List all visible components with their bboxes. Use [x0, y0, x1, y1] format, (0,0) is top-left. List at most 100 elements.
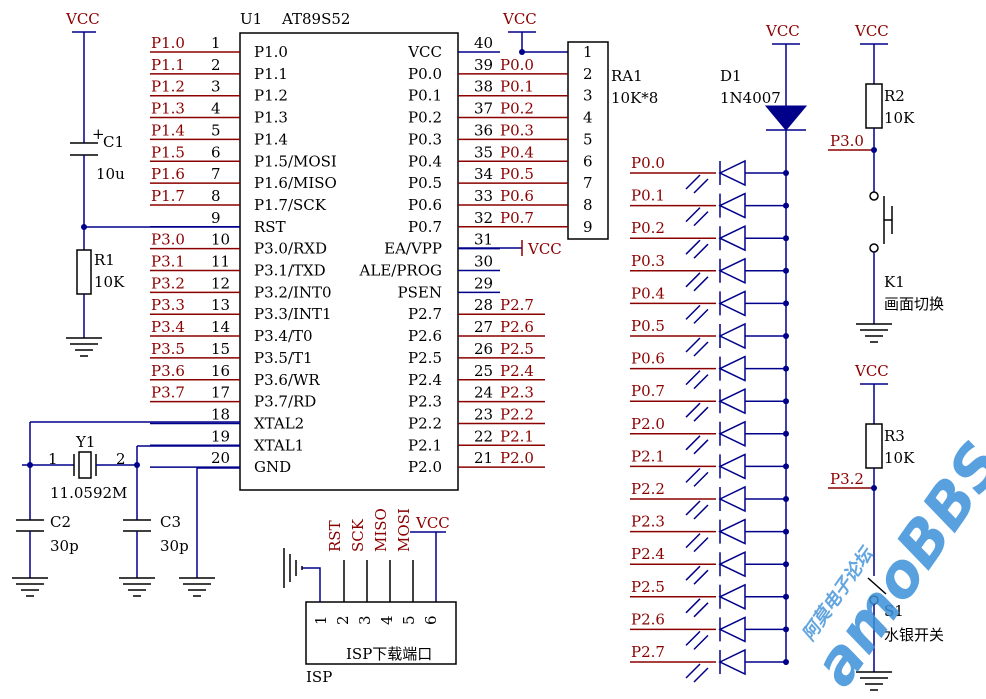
led-icon [718, 485, 746, 513]
isp-pin-number: 5 [400, 615, 418, 625]
led-light-arrows-icon [685, 500, 709, 520]
ground-icon [12, 577, 48, 597]
chip-pin-net: P0.6 [500, 187, 534, 205]
led-net-label: P0.6 [631, 350, 665, 368]
isp-signal-group: MOSI [395, 508, 413, 552]
chip-pin-name: VCC [407, 43, 442, 61]
watermark-text: amoBBS [800, 430, 986, 699]
k1-desc: 画面切换 [884, 295, 944, 313]
vcc-rail-r2 [860, 43, 888, 84]
y1-crystal [78, 451, 92, 479]
chip-pin-number: 15 [211, 340, 230, 358]
c3-plates [123, 519, 151, 532]
ground-icon [856, 671, 892, 691]
led-icon [718, 192, 746, 219]
y1-pin1: 1 [48, 450, 58, 468]
vcc-label-r2: VCC [854, 22, 889, 40]
y1-value: 11.0592M [50, 484, 127, 502]
chip-pin-name: P2.5 [408, 349, 442, 367]
chip-pin-name: P2.0 [408, 458, 442, 476]
chip-pin-name: ALE/PROG [359, 262, 442, 280]
r1-value: 10K [94, 273, 125, 291]
led-icon [718, 420, 746, 447]
led-icon [718, 257, 746, 284]
ground-icon [66, 337, 102, 357]
d1-diode-icon [764, 105, 808, 131]
chip-pin-number: 19 [211, 427, 230, 445]
chip-pin-number: 35 [474, 143, 493, 161]
c1-value: 10u [96, 165, 125, 183]
led-junction [783, 365, 789, 372]
ra1-pin-number: 9 [583, 218, 593, 236]
y1-plates [73, 454, 97, 476]
isp-title: ISP下载端口 [346, 645, 432, 663]
chip-pin-name: GND [254, 458, 291, 476]
y1-junction-left [27, 462, 33, 468]
chip-ref: U1 [240, 10, 262, 28]
led-net-label: P0.4 [631, 284, 665, 302]
led-icon [718, 290, 746, 317]
vcc-label-u1: VCC [502, 10, 537, 28]
chip-pin-net: P2.4 [500, 362, 534, 380]
s1-switch-icon[interactable] [867, 577, 887, 595]
led-icon [718, 388, 746, 415]
chip-pin-number: 12 [211, 274, 230, 292]
rst-junction [81, 224, 87, 230]
d1-ref: D1 [720, 67, 742, 85]
isp-pin-group: 1 [312, 615, 330, 625]
isp-signal-label: RST [326, 520, 344, 552]
led-array: P0.0P0.1P0.2P0.3P0.4P0.5P0.6P0.7P2.0P2.1… [630, 154, 789, 683]
chip-pin-name: RST [254, 218, 286, 236]
led-light-arrows-icon [685, 304, 709, 324]
ground-icon [283, 548, 303, 588]
chip-pin-number: 28 [474, 296, 493, 314]
led-icon [718, 159, 746, 187]
led-light-arrows-icon [685, 239, 709, 259]
led-junction [783, 170, 789, 176]
chip-pin-number: 21 [474, 449, 493, 467]
chip-body [239, 32, 459, 491]
chip-pin-number: 4 [211, 100, 221, 118]
ra1-value: 10K*8 [611, 89, 658, 107]
led-net-label: P2.3 [631, 513, 665, 531]
chip-pin-net: P0.3 [500, 121, 534, 139]
isp-signal-group: SCK [349, 518, 367, 552]
led-icon [718, 355, 746, 382]
r3-junction [871, 485, 877, 491]
s1-desc: 水银开关 [884, 626, 944, 644]
chip-pin-number: 38 [474, 78, 493, 96]
y1-ref: Y1 [75, 433, 95, 451]
c1-plus: + [92, 125, 105, 143]
chip-pin-name: P1.1 [254, 65, 288, 83]
chip-pin-net: P2.2 [500, 405, 534, 423]
led-net-label: P2.4 [631, 545, 665, 563]
k1-contact-top [869, 191, 879, 201]
isp-ref: ISP [306, 668, 332, 686]
c1-ref: C1 [103, 133, 124, 151]
chip-pin-name: P1.2 [254, 87, 288, 105]
chip-pin-number: 17 [211, 384, 230, 402]
k1-switch-icon[interactable] [883, 196, 893, 244]
led-light-arrows-icon [685, 663, 709, 683]
isp-pin-number: 3 [356, 615, 374, 625]
led-icon [718, 551, 746, 578]
c2-value: 30p [50, 537, 79, 555]
chip-pin-name: P2.4 [408, 371, 442, 389]
led-junction [783, 496, 789, 502]
chip-pin-net: P0.2 [500, 100, 534, 118]
chip-pin-name: P1.0 [254, 43, 288, 61]
ra1-pin-number: 1 [583, 43, 593, 61]
led-light-arrows-icon [685, 402, 709, 422]
isp-body [305, 601, 457, 665]
isp-signal-label: MISO [372, 508, 390, 552]
y1-pin2: 2 [116, 450, 126, 468]
vcc-label-d1: VCC [765, 22, 800, 40]
ra1-pin-number: 8 [583, 196, 593, 214]
chip-pin-number: 32 [474, 209, 493, 227]
k1-ref: K1 [884, 273, 905, 291]
vcc-label-isp: VCC [415, 514, 450, 532]
chip-pin-net: P3.0 [151, 231, 185, 249]
isp-signal-group: MISO [372, 508, 390, 552]
